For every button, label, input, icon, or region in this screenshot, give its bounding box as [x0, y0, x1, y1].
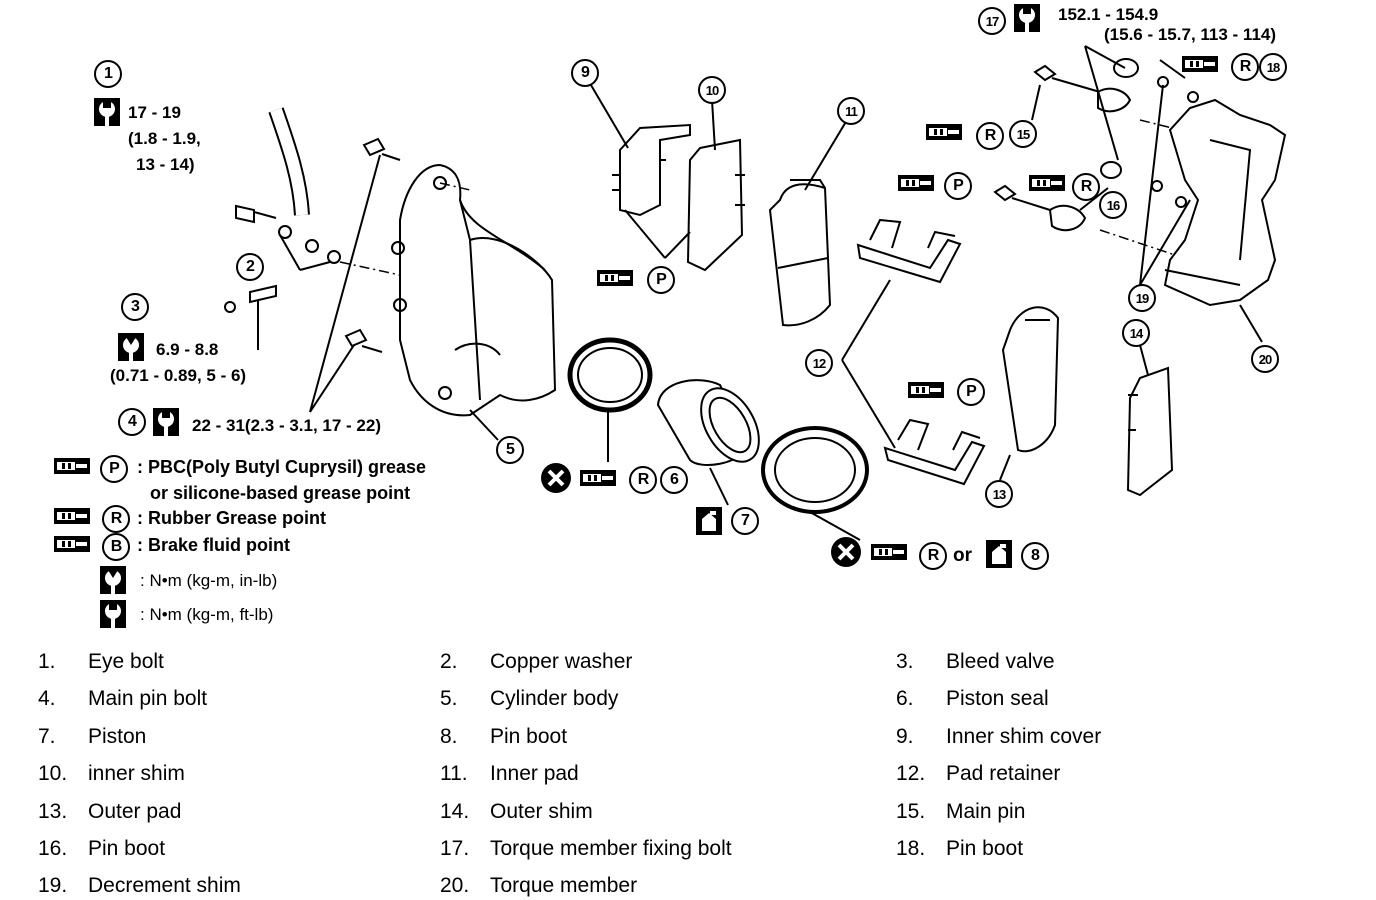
part-item: 11.Inner pad	[440, 762, 579, 785]
callout-letter-B: B	[102, 533, 130, 561]
part-item: 8.Pin boot	[440, 725, 568, 748]
part-item: 14.Outer shim	[440, 800, 593, 823]
part-item: 3.Bleed valve	[896, 650, 1055, 673]
callout-number-14: 14	[1122, 319, 1150, 347]
torque-1-value: 17 - 19	[128, 103, 181, 122]
callout-letter-P: P	[957, 378, 985, 406]
part-item: 2.Copper washer	[440, 650, 633, 673]
part-item: 9.Inner shim cover	[896, 725, 1102, 748]
torque-3-value: 6.9 - 8.8	[156, 340, 219, 359]
part-item: 6.Piston seal	[896, 687, 1049, 710]
callout-letter-R: R	[102, 505, 130, 533]
callout-number-17: 17	[978, 7, 1006, 35]
callout-number-18: 18	[1259, 53, 1287, 81]
callout-letter-P: P	[100, 455, 128, 483]
part-item: 4.Main pin bolt	[38, 687, 208, 710]
part-item: 19.Decrement shim	[38, 874, 241, 897]
torque-4-value: 22 - 31(2.3 - 3.1, 17 - 22)	[192, 416, 381, 435]
callout-number-8: 8	[1021, 542, 1049, 570]
callout-letter-R: R	[1072, 173, 1100, 201]
part-item: 17.Torque member fixing bolt	[440, 837, 732, 860]
callout-number-10: 10	[698, 76, 726, 104]
part-item: 5.Cylinder body	[440, 687, 619, 710]
callout-letter-R: R	[629, 466, 657, 494]
callout-number-15: 15	[1009, 120, 1037, 148]
callout-letter-R: R	[1231, 53, 1259, 81]
legend-nm-ft-lb: : N•m (kg-m, ft-lb)	[140, 605, 274, 624]
callout-number-6: 6	[660, 466, 688, 494]
legend-pbc-line1: : PBC(Poly Butyl Cuprysil) grease	[137, 457, 427, 477]
part-item: 20.Torque member	[440, 874, 638, 897]
part-item: 13.Outer pad	[38, 800, 182, 823]
callout-number-2: 2	[236, 253, 264, 281]
or-text: or	[953, 545, 972, 566]
callout-number-5: 5	[496, 436, 524, 464]
part-item: 18.Pin boot	[896, 837, 1024, 860]
callout-number-12: 12	[805, 349, 833, 377]
legend-rubber-grease: : Rubber Grease point	[137, 508, 327, 528]
callout-number-7: 7	[731, 507, 759, 535]
callout-number-13: 13	[985, 480, 1013, 508]
torque-17-value: 152.1 - 154.9	[1058, 5, 1159, 24]
callout-letter-P: P	[944, 172, 972, 200]
callout-number-1: 1	[94, 60, 122, 88]
part-item: 15.Main pin	[896, 800, 1026, 823]
callout-letter-R: R	[919, 542, 947, 570]
part-item: 12.Pad retainer	[896, 762, 1061, 785]
callout-number-3: 3	[121, 293, 149, 321]
part-item: 1.Eye bolt	[38, 650, 164, 673]
callout-number-20: 20	[1251, 345, 1279, 373]
torque-17-sub: (15.6 - 15.7, 113 - 114)	[1104, 25, 1277, 44]
legend-brake-fluid: : Brake fluid point	[137, 535, 290, 555]
callout-number-9: 9	[571, 59, 599, 87]
callout-letter-R: R	[976, 122, 1004, 150]
legend-nm-in-lb: : N•m (kg-m, in-lb)	[140, 571, 278, 590]
torque-1-sub2: 13 - 14)	[136, 155, 195, 174]
callout-number-11: 11	[837, 97, 865, 125]
part-item: 10.inner shim	[38, 762, 185, 785]
brake-caliper-exploded-diagram	[54, 4, 1287, 628]
callout-number-4: 4	[118, 408, 146, 436]
part-item: 7.Piston	[38, 725, 147, 748]
torque-3-sub: (0.71 - 0.89, 5 - 6)	[110, 366, 247, 385]
callout-number-19: 19	[1128, 284, 1156, 312]
legend-pbc-line2: or silicone-based grease point	[150, 483, 411, 503]
torque-1-sub1: (1.8 - 1.9,	[128, 129, 201, 148]
callout-letter-P: P	[647, 266, 675, 294]
part-item: 16.Pin boot	[38, 837, 166, 860]
callout-number-16: 16	[1099, 191, 1127, 219]
